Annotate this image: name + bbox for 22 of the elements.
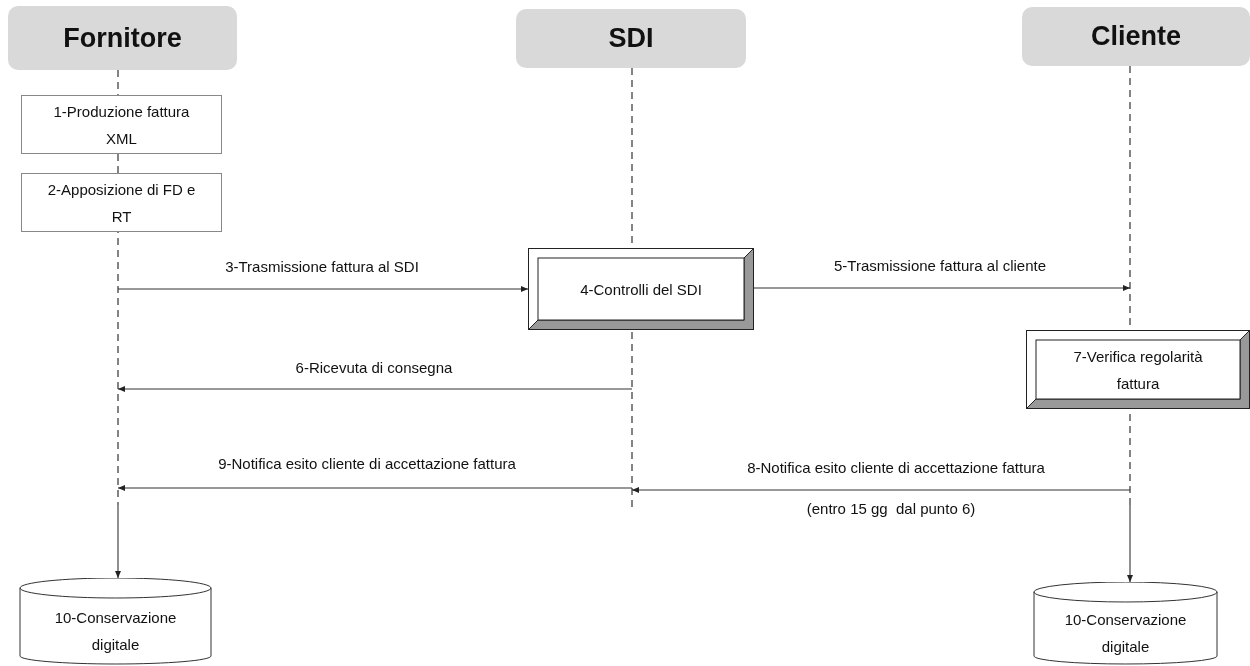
participant-header: Fornitore (8, 6, 237, 70)
process-box: 1-Produzione fattura XML (21, 95, 222, 154)
arrow (115, 504, 121, 579)
arrow (753, 285, 1131, 291)
process-box: 7-Verifica regolarità fattura (1026, 330, 1250, 409)
note-text: (entro 15 gg dal punto 6) (806, 500, 976, 517)
edge-label: 5-Trasmissione fattura al cliente (834, 257, 1046, 274)
edge-label: 6-Ricevuta di consegna (295, 359, 453, 376)
process-box: 4-Controlli del SDI (528, 248, 754, 330)
edge-label: 8-Notifica esito cliente di accettazione fattura (747, 459, 1045, 476)
storage-cylinder: 10-Conservazione digitale (1033, 582, 1218, 666)
edge-label: 3-Trasmissione fattura al SDI (225, 258, 419, 275)
arrow (117, 286, 529, 292)
arrow (631, 487, 1131, 493)
participant-header: Cliente (1022, 7, 1250, 66)
storage-cylinder: 10-Conservazione digitale (19, 578, 212, 666)
participant-header: SDI (516, 9, 746, 68)
arrow (117, 485, 633, 491)
edge-label: 9-Notifica esito cliente di accettazione fattura (218, 455, 516, 472)
process-box: 2-Apposizione di FD e RT (21, 173, 222, 232)
arrow (117, 386, 633, 392)
arrow (1127, 504, 1133, 583)
